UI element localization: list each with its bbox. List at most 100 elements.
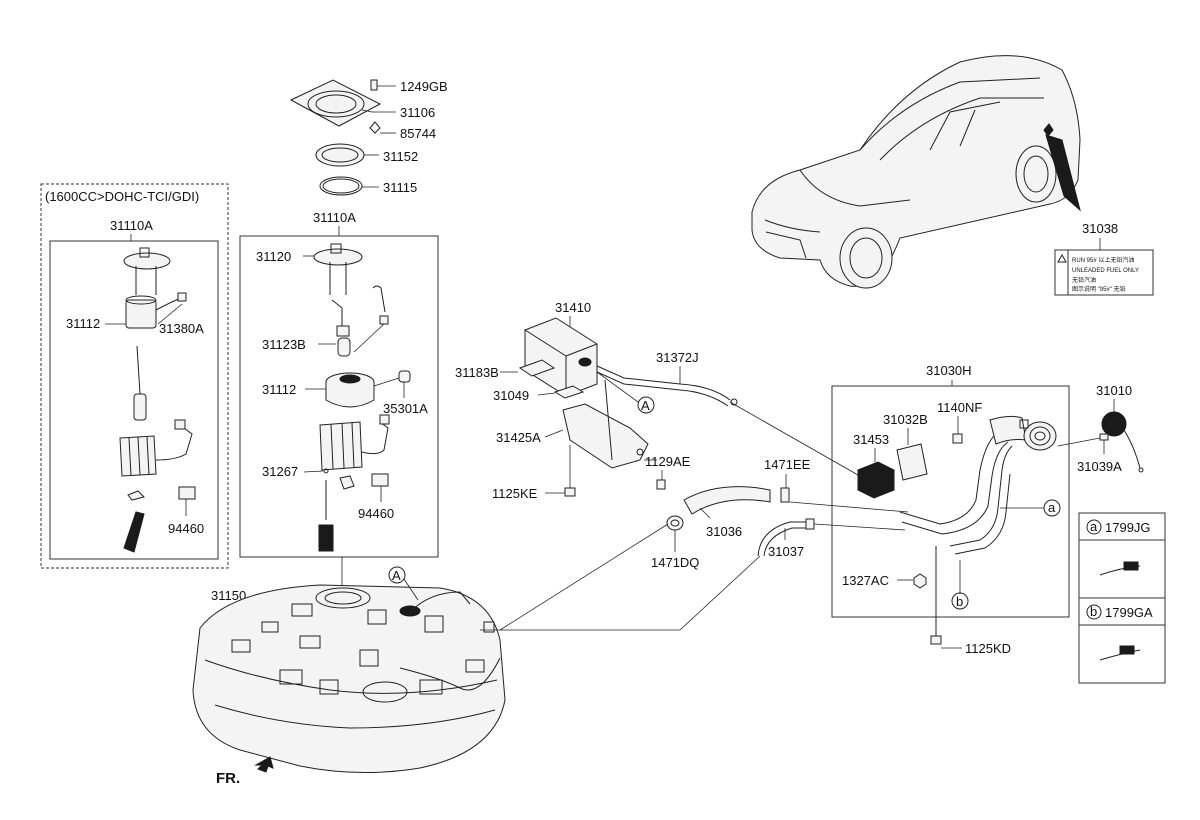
label-31120: 31120 [256,249,291,264]
label-1140NF: 1140NF [937,400,982,415]
label-85744: 85744 [400,126,436,141]
callout-b-filler: b [956,594,963,609]
vent-valve-31453 [857,461,895,499]
variant-fuel-sender [123,511,145,553]
label-1125KD: 1125KD [965,641,1011,656]
bolt-1125KD [930,635,942,645]
pump-filter-31123B [337,337,351,357]
label-1129AE: 1129AE [645,454,691,469]
main-pump-frame [239,235,439,558]
label-31036: 31036 [706,524,742,539]
label-31039A: 31039A [1077,459,1122,474]
fuel-cap-group: 31010 31039A [1057,383,1144,474]
vent-pipe-31372J [596,365,731,401]
main-reservoir [319,421,363,471]
filler-hose-31036 [683,486,771,515]
fuel-warning-sticker [1054,249,1154,296]
filler-neck-head [1023,421,1057,451]
main-fuel-pump [325,382,375,408]
label-31183B: 31183B [455,365,499,380]
label-31152: 31152 [383,149,418,164]
warning-label-group: 31038 RUN 95# 以上无铅汽油 UNLEADED FUEL ONLY … [1054,221,1154,296]
label-31112-main: 31112 [262,382,296,397]
main-pump-flange [313,248,363,266]
label-31030H: 31030H [926,363,972,378]
front-arrow-icon [254,756,274,773]
label-31032B: 31032B [883,412,928,427]
warning-line-4: 图示说明 "95#" 无铅 [1072,285,1126,293]
label-31037: 31037 [768,544,804,559]
filler-neck-frame [831,385,1070,618]
filter-pad-31049 [553,385,585,399]
fuel-filler-cap [1101,411,1127,437]
vehicle-rear-wheel [1015,145,1057,203]
label-94460-main: 94460 [358,506,394,521]
label-31123B: 31123B [262,337,306,352]
label-1471DQ: 1471DQ [651,555,699,570]
vehicle-front-wheel [839,227,893,289]
filler-neck-group: 31030H 31032B 1140NF 31453 a b 1327AC [831,363,1070,656]
label-31115: 31115 [383,180,417,195]
label-31150: 31150 [211,588,246,603]
fuel-door-leader-icon [1045,134,1081,212]
charcoal-canister [524,317,598,397]
fuel-tank [192,584,506,774]
vent-hose-31037 [757,521,810,557]
label-1799JG: 1799JG [1105,520,1151,535]
main-fuel-sender [318,524,334,552]
label-31110A-main: 31110A [313,210,356,225]
label-31049: 31049 [493,388,529,403]
variant-fuel-pump [125,299,157,329]
front-label: FR. [216,770,240,787]
vehicle-body [751,55,1081,287]
label-31106: 31106 [400,105,435,120]
filter-pad-31183B [518,359,556,377]
fuel-tank-group: 31150 A [192,557,506,774]
legend-callout-a: a [1090,519,1098,534]
label-31425A: 31425A [496,430,541,445]
label-1249GB: 1249GB [400,79,448,94]
pump-gasket [319,176,363,196]
label-31267: 31267 [262,464,298,479]
label-31038: 31038 [1082,221,1118,236]
label-31380A-variant: 31380A [159,321,204,336]
callout-A-canister: A [641,398,650,413]
label-31410: 31410 [555,300,591,315]
warning-line-3: 无铅汽油 [1072,276,1096,284]
label-31112-variant: 31112 [66,316,100,331]
bracket-31032B [896,443,928,481]
variant-pump-group: (1600CC>DOHC-TCI/GDI) 31110A 31112 31380… [40,183,229,569]
label-31010: 31010 [1096,383,1132,398]
clip-legend: a 1799JG b 1799GA [1078,512,1166,684]
pump-cover-plate [289,79,382,127]
callout-A-tank: A [392,568,401,583]
label-31453: 31453 [853,432,889,447]
label-31110A-variant: 31110A [110,218,153,233]
front-direction-marker: FR. [216,756,274,787]
variant-inner-frame [49,240,219,560]
callout-a-filler: a [1048,500,1056,515]
legend-callout-b: b [1090,604,1097,619]
label-31372J: 31372J [656,350,699,365]
variant-box-title: (1600CC>DOHC-TCI/GDI) [45,189,199,204]
warning-line-2: UNLEADED FUEL ONLY [1072,268,1139,274]
canister-bracket [562,403,649,469]
label-1327AC: 1327AC [842,573,889,588]
hose-clamp-1471DQ [666,515,684,531]
warning-line-1: RUN 95# 以上无铅汽油 [1072,256,1134,264]
label-35301A: 35301A [383,401,428,416]
label-1471EE: 1471EE [764,457,811,472]
nut-1327AC [913,573,927,589]
label-1125KE: 1125KE [492,486,538,501]
vehicle-illustration [751,55,1081,289]
filler-neck-pipe [899,429,1001,525]
warning-triangle-icon [1057,253,1067,263]
lock-ring [315,143,365,167]
hose-group: 1471EE 31036 1471DQ 31037 [480,401,909,631]
label-94460-variant: 94460 [168,521,204,536]
variant-pump-flange [123,252,171,270]
label-1799GA: 1799GA [1105,605,1153,620]
main-pump-group: 1249GB 31106 85744 31152 31115 31110A 31… [239,79,448,558]
variant-dashed-frame [40,183,229,569]
